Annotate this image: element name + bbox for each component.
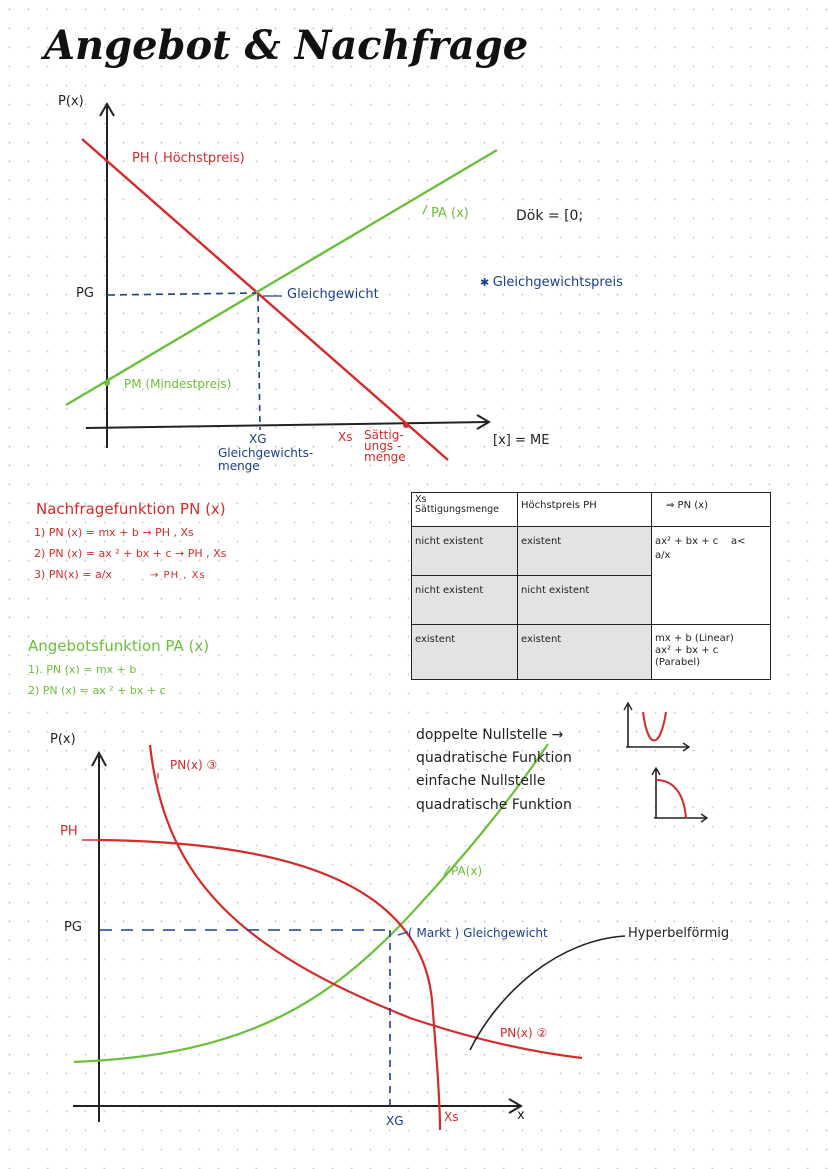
graph1-equilibrium-quantity-label: Gleichgewichts- menge: [218, 446, 314, 473]
table-cell: nicht existent: [411, 575, 518, 625]
supply-item-2: 2) PN (x) = ax ² + bx + c: [28, 684, 166, 697]
graph2-supply-label: PA(x): [451, 864, 483, 878]
demand-item-1: 1) PN (x) = mx + b → PH , Xs: [34, 526, 194, 539]
function-type-table: Xs Sättigungsmenge Höchstpreis PH ⇒ PN (…: [411, 492, 771, 680]
note-quadratic-2: quadratische Funktion: [416, 797, 572, 813]
graph1-pg-dashed: [107, 292, 257, 296]
graph2-ph-label: PH: [60, 824, 78, 839]
double-root-parabola-icon: [623, 701, 691, 752]
graph1-equilibrium-label: Gleichgewicht: [287, 287, 379, 302]
table-header-max-price: Höchstpreis PH: [517, 492, 652, 527]
graph2-hyperbolic-label: Hyperbelförmig: [628, 926, 730, 941]
table-row: nicht existent existent ax² + bx + c a< …: [411, 526, 771, 625]
graph1-supply-line: [65, 148, 498, 407]
supply-function-heading: Angebotsfunktion PA (x): [28, 637, 210, 655]
graph1-dok-label: Dök = [0;: [516, 208, 584, 224]
supply-item-1: 1). PN (x) = mx + b: [28, 663, 137, 676]
graph2-market-equilibrium-label: ( Markt ) Gleichgewicht: [408, 926, 548, 940]
table-cell: existent: [517, 526, 652, 576]
demand-item-3-arrow: → PH , Xs: [150, 570, 206, 581]
graph1-pa-connector: [422, 204, 428, 215]
table-cell: nicht existent: [517, 575, 652, 625]
page-title: Angebot & Nachfrage: [44, 22, 529, 69]
graph2-xs-label: Xs: [444, 1110, 459, 1124]
graph1-y-axis-label: P(x): [58, 94, 84, 109]
graph2-supply-curve: [73, 743, 549, 1064]
table-cell: existent: [411, 624, 518, 680]
demand-function-heading: Nachfragefunktion PN (x): [36, 500, 226, 518]
graph2-markt-connector: [397, 931, 409, 936]
graph1-saturation-label: Sättig- ungs - menge: [364, 428, 406, 464]
graph2-y-axis-label: P(x): [50, 732, 76, 747]
graph1-x-axis: [85, 421, 489, 429]
graph2-x-arrowhead: [508, 1098, 523, 1114]
graph2-demand-3-label: PN(x) ③: [170, 758, 218, 772]
table-cell: mx + b (Linear) ax² + bx + c (Parabel): [651, 624, 771, 680]
graph2-pa-connector: [443, 865, 451, 876]
graph1-saturation-dot: [403, 422, 409, 428]
graph2-xg-label: XG: [386, 1114, 404, 1128]
graph1-equilibrium-price-label: ✱ Gleichgewichtspreis: [480, 275, 623, 290]
note-quadratic-1: quadratische Funktion: [416, 750, 572, 766]
graph2-hyperbel-pointer: [469, 935, 626, 1051]
table-row: existent existent mx + b (Linear) ax² + …: [411, 624, 771, 680]
graph1-y-arrowhead: [99, 102, 115, 117]
table-cell: nicht existent: [411, 526, 518, 576]
graph2-demand-curve-2: [98, 838, 442, 1131]
graph1-x-unit-label: [x] = ME: [493, 433, 550, 448]
table-header-result: ⇒ PN (x): [651, 492, 771, 527]
graph1-pg-label: PG: [76, 286, 94, 301]
graph2-pg-label: PG: [64, 920, 82, 935]
table-cell: ax² + bx + c a< a/x: [651, 526, 771, 625]
graph1-min-price-dot: [104, 380, 110, 386]
note-marker-icon: ✱: [480, 276, 493, 289]
graph1-xg-label: XG: [249, 432, 267, 446]
graph2-x-axis-label: x: [517, 1108, 525, 1123]
graph1-xg-dashed: [257, 294, 261, 431]
single-root-curve-icon: [651, 766, 709, 823]
note-double-root: doppelte Nullstelle →: [416, 727, 564, 743]
graph2-demand-2-label: PN(x) ②: [500, 1026, 548, 1040]
graph2-demand-curve-3: [148, 744, 583, 1060]
graph1-pa-label: PA (x): [431, 206, 469, 221]
table-cell: existent: [517, 624, 652, 680]
table-header-row: Xs Sättigungsmenge Höchstpreis PH ⇒ PN (…: [411, 492, 771, 527]
table-row: nicht existent nicht existent: [411, 575, 771, 625]
table-header-saturation: Xs Sättigungsmenge: [411, 492, 518, 527]
graph1-xs-label: Xs: [338, 430, 353, 444]
graph1-equilibrium-price-text: Gleichgewichtspreis: [492, 275, 623, 290]
graph1-ph-label: PH ( Höchstpreis): [132, 151, 245, 166]
graph1-x-arrowhead: [476, 414, 491, 430]
graph1-min-price-label: PM (Mindestpreis): [124, 377, 232, 391]
graph1-demand-line: [81, 138, 449, 461]
demand-item-3: 3) PN(x) = a/x: [34, 568, 112, 581]
note-single-root: einfache Nullstelle: [416, 773, 546, 789]
demand-item-2: 2) PN (x) = ax ² + bx + c → PH , Xs: [34, 547, 227, 560]
graph2-y-arrowhead: [91, 750, 107, 767]
